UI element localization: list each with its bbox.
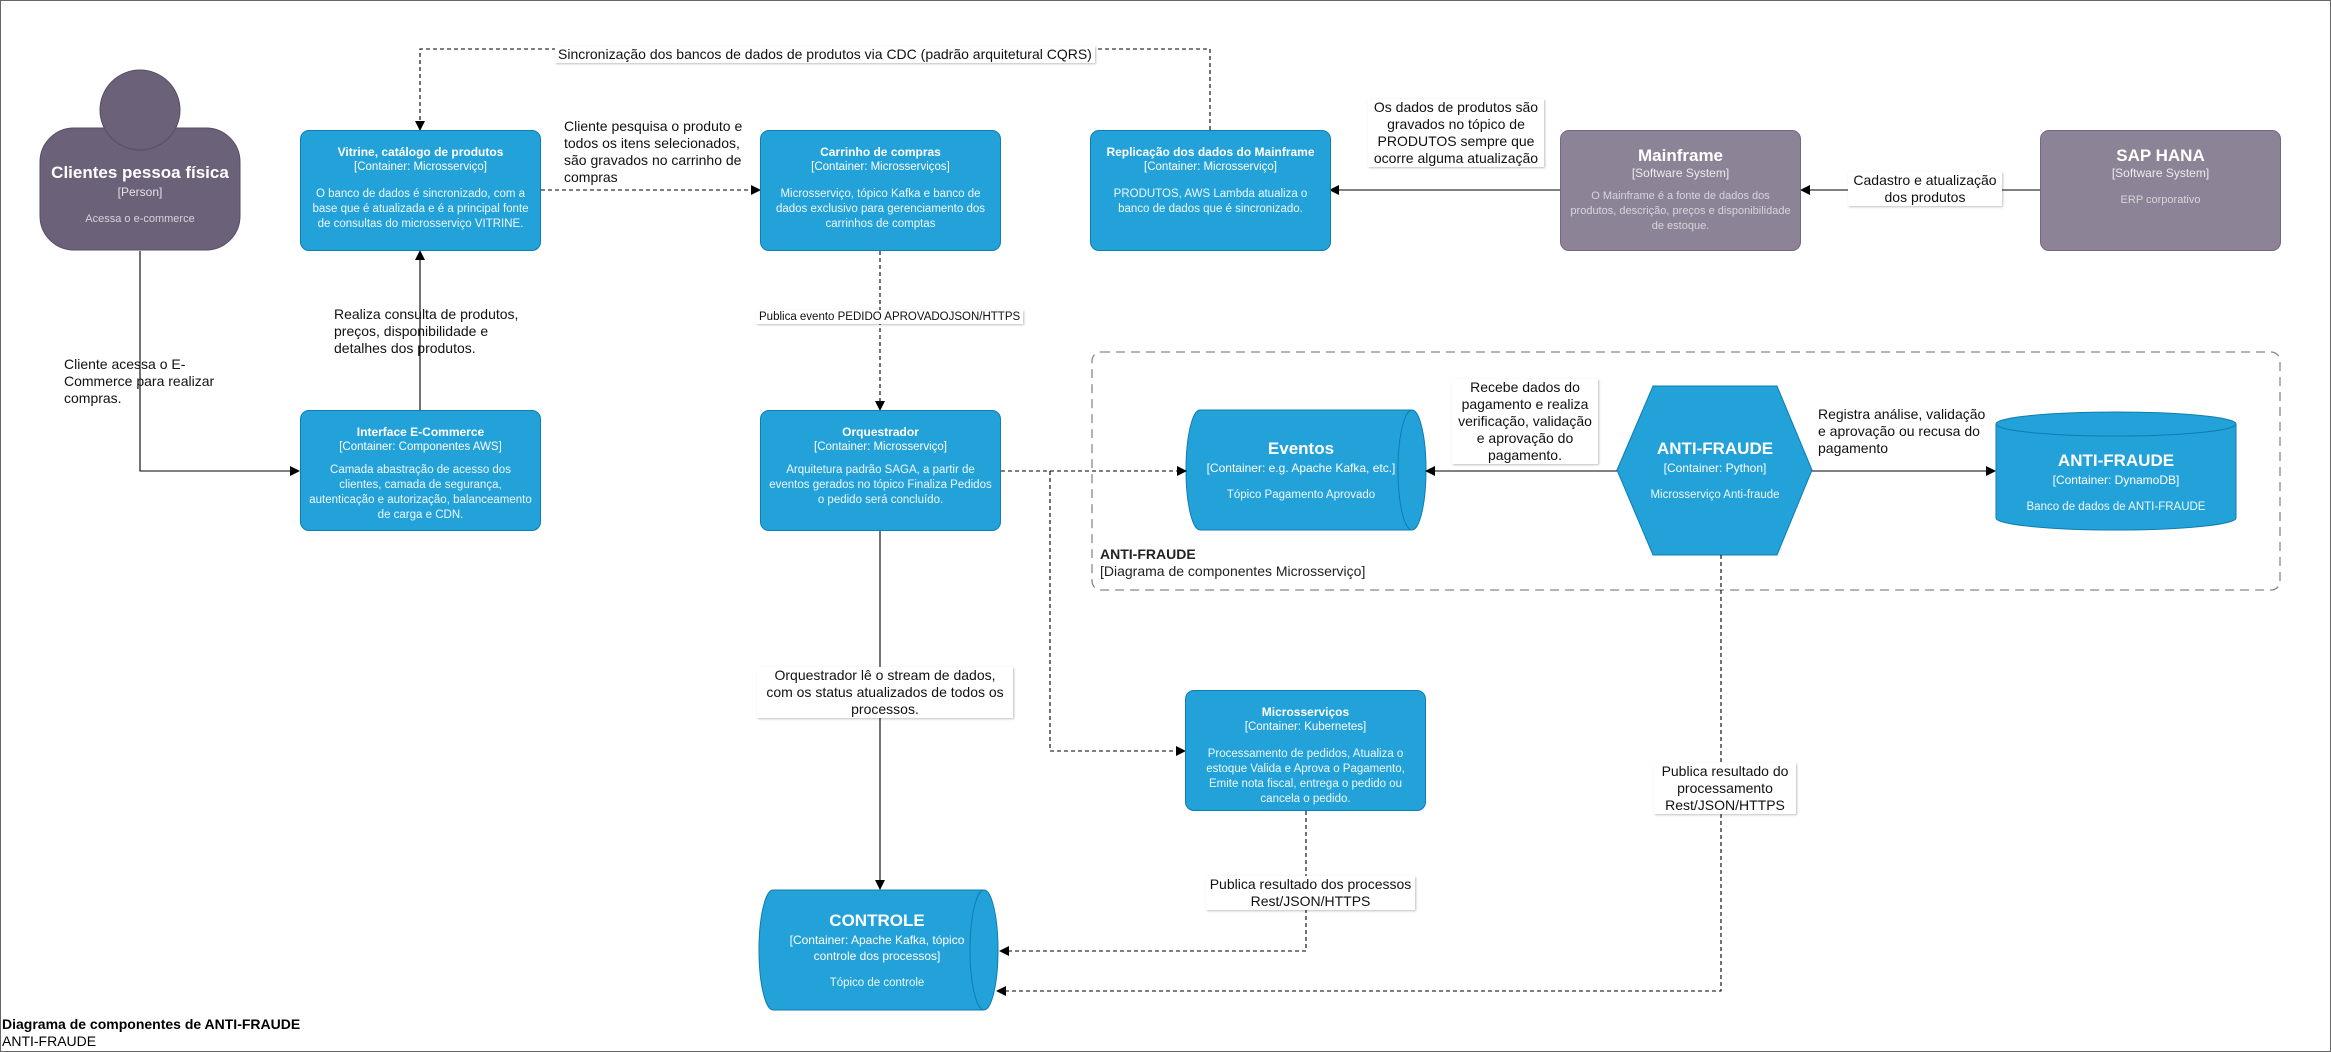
vitrine-type: [Container: Microsserviço]: [354, 161, 487, 173]
anti-fraude-boundary: [1091, 351, 2281, 591]
node-mainframe[interactable]: Mainframe [Software System] O Mainframe …: [1560, 130, 1801, 251]
edge-publica-processos: [999, 811, 1307, 956]
boundary-label: ANTI-FRAUDE [Diagrama de componentes Mic…: [1100, 546, 1365, 580]
sap-type: [Software System]: [2111, 166, 2210, 180]
controle-cylinder: [758, 889, 999, 1011]
eventos-title: Eventos: [1267, 439, 1335, 458]
anti-fraude-db-title: ANTI-FRAUDE: [2057, 451, 2175, 470]
label-publica-evento: Publica evento PEDIDO APROVADOJSON/HTTPS: [756, 310, 1024, 324]
controle-type: [Container: Apache Kafka, tópico control…: [789, 933, 965, 963]
controle-desc: Tópico de controle: [829, 977, 925, 989]
interface-desc: Camada abastração de acesso dos clientes…: [309, 464, 532, 521]
node-controle[interactable]: CONTROLE [Container: Apache Kafka, tópic…: [770, 910, 984, 991]
person-head: [99, 69, 181, 151]
sap-title: SAP HANA: [2116, 146, 2205, 165]
node-eventos[interactable]: Eventos [Container: e.g. Apache Kafka, e…: [1190, 438, 1412, 503]
person-title: Clientes pessoa física: [51, 163, 229, 182]
boundary-title: ANTI-FRAUDE: [1100, 546, 1196, 562]
anti-fraude-db-desc: Banco de dados de ANTI-FRAUDE: [2026, 501, 2206, 513]
person-type: [Person]: [117, 185, 163, 199]
replicacao-desc: PRODUTOS, AWS Lambda atualiza o banco de…: [1113, 188, 1308, 215]
label-consulta: Realiza consulta de produtos, preços, di…: [334, 306, 519, 356]
node-carrinho[interactable]: Carrinho de compras [Container: Microsse…: [760, 130, 1001, 251]
orquestrador-title: Orquestrador: [842, 425, 919, 439]
eventos-cylinder: [1185, 409, 1427, 531]
label-publica-processamento: Publica resultado do processamento Rest/…: [1654, 763, 1796, 814]
microsservicos-type: [Container: Kubernetes]: [1244, 721, 1367, 733]
edge-acessa: [139, 251, 300, 476]
node-anti-fraude-db[interactable]: ANTI-FRAUDE [Container: DynamoDB] Banco …: [1996, 450, 2236, 515]
anti-fraude-hexagon: [1616, 385, 1813, 556]
microsservicos-desc: Processamento de pedidos, Atualiza o est…: [1206, 748, 1405, 805]
mainframe-desc: O Mainframe é a fonte de dados dos produ…: [1570, 190, 1791, 232]
controle-title: CONTROLE: [829, 911, 925, 930]
node-microsservicos[interactable]: Microsserviços [Container: Kubernetes] P…: [1185, 690, 1426, 811]
carrinho-title: Carrinho de compras: [820, 145, 941, 159]
anti-fraude-db-type: [Container: DynamoDB]: [2052, 473, 2180, 487]
label-sync: Sincronização dos bancos de dados de pro…: [555, 46, 1095, 63]
interface-title: Interface E-Commerce: [356, 425, 485, 439]
footer-subtitle: ANTI-FRAUDE: [2, 1033, 97, 1049]
node-orquestrador[interactable]: Orquestrador [Container: Microsserviço] …: [760, 410, 1001, 531]
orquestrador-desc: Arquitetura padrão SAGA, a partir de eve…: [769, 464, 992, 506]
label-recebe: Recebe dados do pagamento e realiza veri…: [1452, 379, 1598, 464]
vitrine-title: Vitrine, catálogo de produtos: [337, 145, 504, 159]
anti-fraude-db-cylinder: [1995, 411, 2237, 531]
node-person[interactable]: Clientes pessoa física [Person] Acessa o…: [40, 162, 240, 227]
replicacao-title: Replicação dos dados do Mainframe: [1106, 145, 1315, 159]
node-sap[interactable]: SAP HANA [Software System] ERP corporati…: [2040, 130, 2281, 251]
carrinho-type: [Container: Microsserviços]: [811, 161, 950, 173]
boundary-subtitle: [Diagrama de componentes Microsserviço]: [1100, 563, 1366, 579]
node-replicacao[interactable]: Replicação dos dados do Mainframe [Conta…: [1090, 130, 1331, 251]
label-acessa: Cliente acessa o E-Commerce para realiza…: [64, 356, 215, 406]
label-cadastro: Cadastro e atualização dos produtos: [1848, 172, 2002, 206]
mainframe-title: Mainframe: [1637, 146, 1724, 165]
label-le-stream: Orquestrador lê o stream de dados, com o…: [757, 667, 1013, 718]
sap-desc: ERP corporativo: [2120, 194, 2201, 206]
label-pesquisa: Cliente pesquisa o produto e todos os it…: [564, 118, 743, 185]
anti-fraude-service-desc: Microsserviço Anti-fraude: [1650, 489, 1780, 501]
footer-title: Diagrama de componentes de ANTI-FRAUDE: [2, 1016, 301, 1032]
edge-publica-processamento: [996, 555, 1722, 996]
vitrine-desc: O banco de dados é sincronizado, com a b…: [312, 188, 529, 230]
label-gravados: Os dados de produtos são gravados no tóp…: [1368, 99, 1544, 167]
orquestrador-type: [Container: Microsserviço]: [814, 441, 947, 453]
edge-orq-microsservicos: [1049, 471, 1186, 756]
interface-type: [Container: Componentes AWS]: [339, 441, 502, 453]
carrinho-desc: Microsserviço, tópico Kafka e banco de d…: [775, 188, 986, 230]
microsservicos-title: Microsserviços: [1261, 705, 1350, 719]
eventos-desc: Tópico Pagamento Aprovado: [1226, 489, 1376, 501]
anti-fraude-service-type: [Container: Python]: [1663, 461, 1767, 475]
replicacao-type: [Container: Microsserviço]: [1144, 161, 1277, 173]
person-desc: Acessa o e-commerce: [85, 213, 195, 225]
label-registra: Registra análise, validação e aprovação …: [1818, 406, 1986, 456]
diagram-footer: Diagrama de componentes de ANTI-FRAUDE A…: [2, 1016, 300, 1050]
node-interface[interactable]: Interface E-Commerce [Container: Compone…: [300, 410, 541, 531]
node-anti-fraude-service[interactable]: ANTI-FRAUDE [Container: Python] Microsse…: [1630, 438, 1800, 503]
mainframe-type: [Software System]: [1631, 166, 1730, 180]
node-vitrine[interactable]: Vitrine, catálogo de produtos [Container…: [300, 130, 541, 251]
eventos-type: [Container: e.g. Apache Kafka, etc.]: [1206, 461, 1396, 475]
label-publica-processos: Publica resultado dos processos Rest/JSO…: [1206, 876, 1415, 910]
anti-fraude-service-title: ANTI-FRAUDE: [1656, 439, 1774, 458]
